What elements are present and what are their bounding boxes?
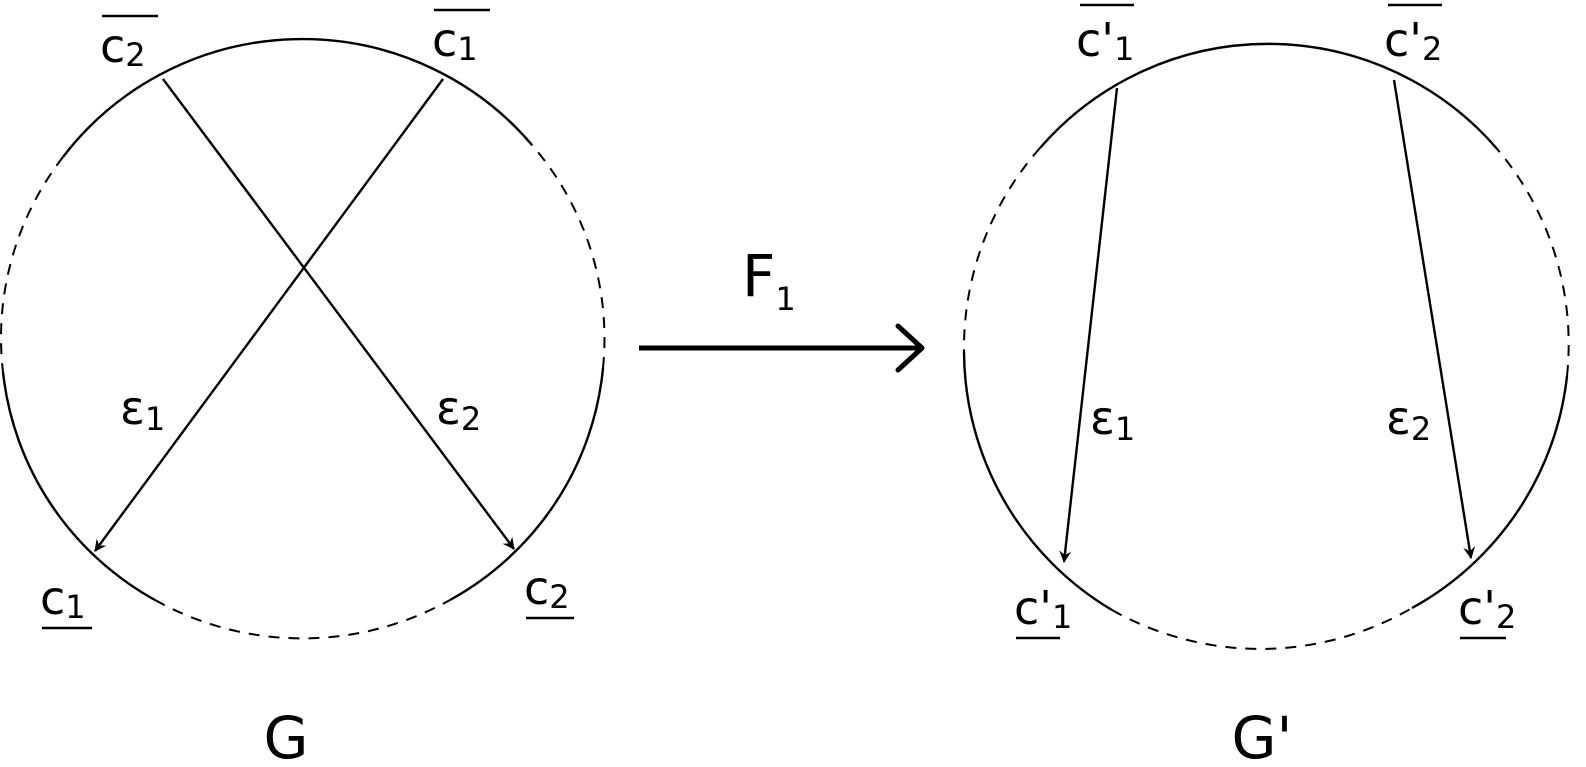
left-edge-epsilon2 <box>162 78 515 550</box>
left-edge1-label: ε1 <box>120 381 165 438</box>
left-edge-epsilon1 <box>94 78 444 552</box>
left-circle <box>0 37 606 640</box>
right-bottom-right-label: c'2 <box>1458 581 1516 636</box>
map-arrow: F1 <box>639 242 925 373</box>
map-label: F1 <box>742 242 796 318</box>
left-bottom-right-label: c2 <box>524 561 570 616</box>
left-graph-name: G <box>264 704 309 767</box>
left-top-right-label: c1 <box>432 13 478 68</box>
left-top-left-label: c2 <box>100 19 146 74</box>
left-bottom-left-label: c1 <box>40 571 86 626</box>
right-edge1-label: ε1 <box>1090 391 1135 448</box>
left-graph: c2 c1 c1 c2 ε1 ε2 G <box>0 8 606 767</box>
right-bottom-left-label: c'1 <box>1014 581 1072 636</box>
left-edge2-label: ε2 <box>436 381 481 438</box>
right-circle <box>962 42 1570 650</box>
right-edge2-label: ε2 <box>1386 391 1431 448</box>
right-edge-epsilon2 <box>1392 79 1476 559</box>
right-top-right-label: c'2 <box>1384 13 1442 68</box>
right-top-left-label: c'1 <box>1076 13 1134 68</box>
right-graph-name: G' <box>1232 704 1293 767</box>
right-graph: c'1 c'2 c'1 c'2 ε1 ε2 G' <box>962 3 1570 767</box>
right-edge-epsilon1 <box>1059 87 1119 563</box>
